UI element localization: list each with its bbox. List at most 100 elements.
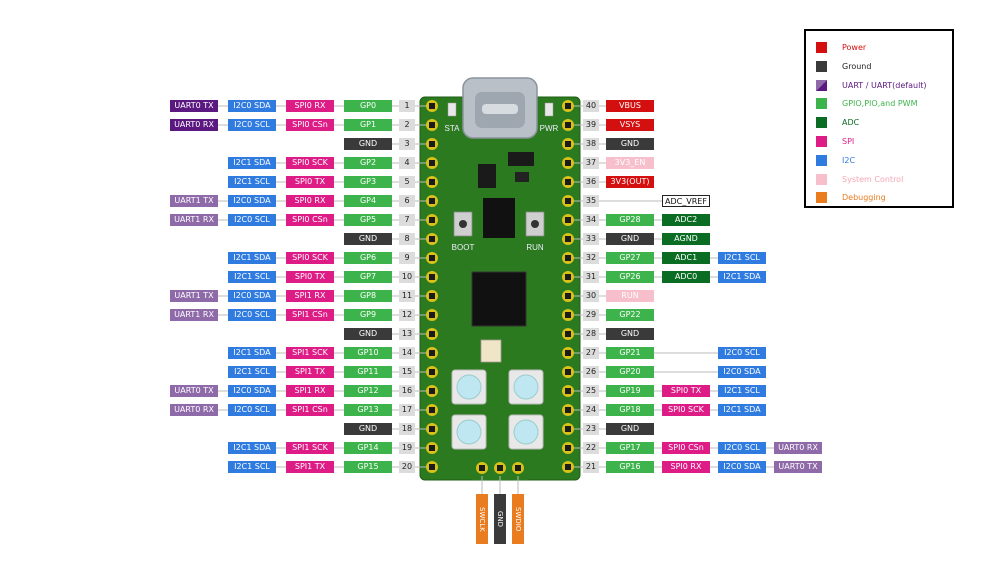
silk-boot: BOOT (452, 243, 475, 252)
pin-21-label-2: SPI0 RX (662, 461, 710, 473)
pin-37-label-1: 3V3_EN (606, 157, 654, 169)
debug-pad-1 (476, 462, 488, 474)
header-pad-pin-30 (562, 290, 574, 302)
pin-number-37: 37 (583, 157, 599, 169)
header-pad-pin-39 (562, 119, 574, 131)
pin-19-label-3: GP14 (344, 442, 392, 454)
pin-11-label-3: SPI1 RX (286, 290, 334, 302)
pin-15-label-2: SPI1 TX (286, 366, 334, 378)
header-pad-pin-21 (562, 461, 574, 473)
debug-pad-3 (512, 462, 524, 474)
pin-number-36: 36 (583, 176, 599, 188)
pin-7-label-2: I2C0 SCL (228, 214, 276, 226)
pin-number-14: 14 (399, 347, 415, 359)
pin-9-label-3: GP6 (344, 252, 392, 264)
pin-number-40: 40 (583, 100, 599, 112)
header-pad-pin-15 (426, 366, 438, 378)
pin-24-label-2: SPI0 SCK (662, 404, 710, 416)
pin-number-22: 22 (583, 442, 599, 454)
legend-text-4: GPIO,PIO,and PWM (842, 99, 918, 109)
pin-number-7: 7 (399, 214, 415, 226)
pin-30-label-1: RUN (606, 290, 654, 302)
pin-16-label-4: GP12 (344, 385, 392, 397)
header-pad-pin-37 (562, 157, 574, 169)
pin-36-label-1: 3V3(OUT) (606, 176, 654, 188)
pin-number-21: 21 (583, 461, 599, 473)
legend-swatch-9 (816, 192, 827, 204)
pin-8-label-1: GND (344, 233, 392, 245)
header-pad-pin-10 (426, 271, 438, 283)
pin-1-label-3: SPI0 RX (286, 100, 334, 112)
pin-number-26: 26 (583, 366, 599, 378)
pin-number-15: 15 (399, 366, 415, 378)
pin-1-label-4: GP0 (344, 100, 392, 112)
pin-number-27: 27 (583, 347, 599, 359)
pin-2-label-4: GP1 (344, 119, 392, 131)
legend-text-5: ADC (842, 118, 860, 128)
pin-26-label-1: GP20 (606, 366, 654, 378)
debug-label-3: SWDIO (512, 494, 524, 544)
pin-31-label-2: ADC0 (662, 271, 710, 283)
pin-number-4: 4 (399, 157, 415, 169)
pin-2-label-1: UART0 RX (170, 119, 218, 131)
legend-text-6: SPI (842, 137, 855, 146)
pin-33-label-2: AGND (662, 233, 710, 245)
pin-19-label-1: I2C1 SDA (228, 442, 276, 454)
header-pad-pin-11 (426, 290, 438, 302)
pin-6-label-2: I2C0 SDA (228, 195, 276, 207)
pin-13-label-1: GND (344, 328, 392, 340)
pin-32-label-3: I2C1 SCL (718, 252, 766, 264)
pin-20-label-3: GP15 (344, 461, 392, 473)
pin-40-label-1: VBUS (606, 100, 654, 112)
header-pad-pin-40 (562, 100, 574, 112)
pin-2-label-2: I2C0 SCL (228, 119, 276, 131)
pin-number-10: 10 (399, 271, 415, 283)
pin-21-label-1: GP16 (606, 461, 654, 473)
pin-23-label-1: GND (606, 423, 654, 435)
pin-21-label-3: I2C0 SDA (718, 461, 766, 473)
silk-sta: STA (445, 124, 461, 133)
pin-14-label-2: SPI1 SCK (286, 347, 334, 359)
pin-22-label-4: UART0 RX (774, 442, 822, 454)
header-pad-pin-22 (562, 442, 574, 454)
legend-text-8: System Control (842, 174, 904, 184)
sta-led (447, 102, 457, 117)
header-pad-pin-32 (562, 252, 574, 264)
pin-number-31: 31 (583, 271, 599, 283)
pin-21-label-4: UART0 TX (774, 461, 822, 473)
header-pad-pin-5 (426, 176, 438, 188)
pin-number-34: 34 (583, 214, 599, 226)
pin-number-28: 28 (583, 328, 599, 340)
pin-14-label-3: GP10 (344, 347, 392, 359)
header-pad-pin-7 (426, 214, 438, 226)
legend-swatch-1 (816, 42, 827, 53)
pin-number-20: 20 (399, 461, 415, 473)
pin-4-label-2: SPI0 SCK (286, 157, 334, 169)
pin-7-label-1: UART1 RX (170, 214, 218, 226)
header-pad-pin-1 (426, 100, 438, 112)
pin-number-3: 3 (399, 138, 415, 150)
pin-16-label-2: I2C0 SDA (228, 385, 276, 397)
header-pad-pin-29 (562, 309, 574, 321)
pin-6-label-3: SPI0 RX (286, 195, 334, 207)
pin-10-label-3: GP7 (344, 271, 392, 283)
pin-34-label-1: GP28 (606, 214, 654, 226)
pin-12-label-3: SPI1 CSn (286, 309, 334, 321)
header-pad-pin-17 (426, 404, 438, 416)
pin-11-label-1: UART1 TX (170, 290, 218, 302)
pin-1-label-1: UART0 TX (170, 100, 218, 112)
pin-10-label-2: SPI0 TX (286, 271, 334, 283)
legend-text-9: Debugging (842, 193, 886, 203)
pin-number-11: 11 (399, 290, 415, 302)
pin-number-17: 17 (399, 404, 415, 416)
pin-16-label-1: UART0 TX (170, 385, 218, 397)
pin-16-label-3: SPI1 RX (286, 385, 334, 397)
pin-number-32: 32 (583, 252, 599, 264)
pin-number-29: 29 (583, 309, 599, 321)
legend-text-2: Ground (842, 61, 872, 71)
pin-10-label-1: I2C1 SCL (228, 271, 276, 283)
header-pad-pin-13 (426, 328, 438, 340)
header-pad-pin-9 (426, 252, 438, 264)
legend-swatch-3 (816, 79, 827, 91)
